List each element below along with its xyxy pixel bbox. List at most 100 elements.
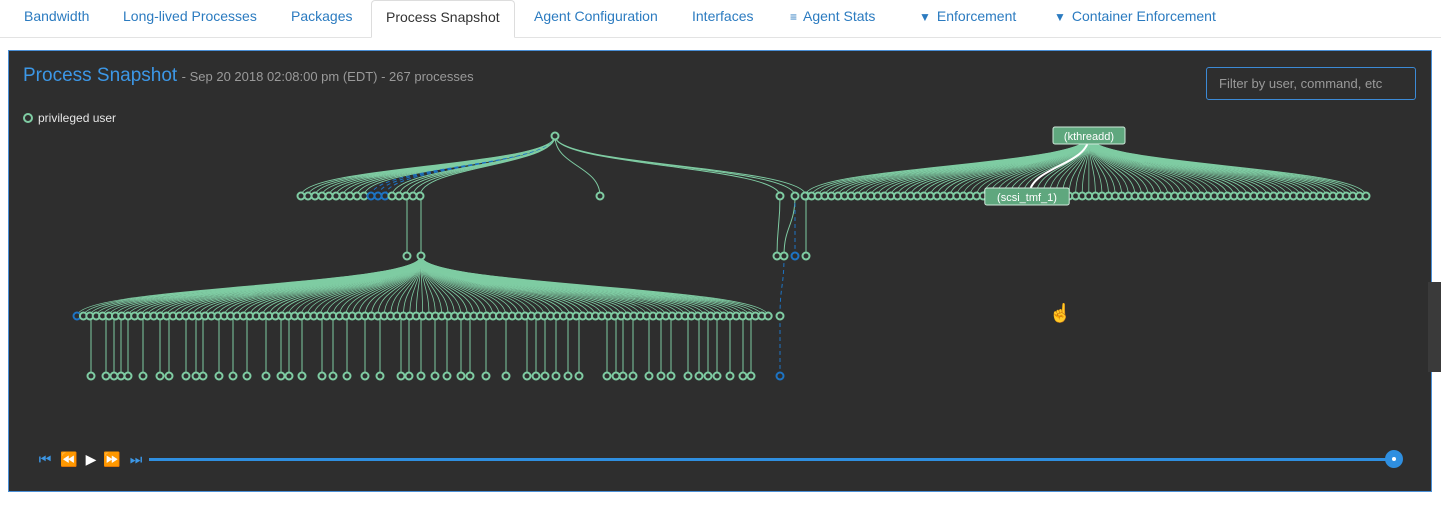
process-node[interactable] [402,251,412,261]
process-node[interactable] [683,371,693,381]
process-node[interactable] [790,251,800,261]
process-node[interactable] [342,371,352,381]
process-node[interactable] [214,371,224,381]
tab-agent-configuration[interactable]: Agent Configuration [534,8,658,24]
process-node[interactable] [352,191,362,201]
process-node[interactable] [404,371,414,381]
process-node[interactable] [328,371,338,381]
process-node[interactable] [712,371,722,381]
process-node[interactable] [694,371,704,381]
process-node[interactable] [396,371,406,381]
process-node[interactable] [501,371,511,381]
process-node[interactable] [772,251,782,261]
process-node[interactable] [101,371,111,381]
process-node[interactable] [303,191,313,201]
process-node[interactable] [656,371,666,381]
process-node[interactable] [317,371,327,381]
process-node[interactable] [228,371,238,381]
process-node[interactable] [297,371,307,381]
process-node[interactable] [116,371,126,381]
process-node[interactable] [628,371,638,381]
process-node[interactable] [164,371,174,381]
tab-process-snapshot[interactable]: Process Snapshot [371,0,515,38]
process-node[interactable] [123,371,133,381]
process-node[interactable] [531,371,541,381]
process-node[interactable] [779,251,789,261]
process-node[interactable] [109,371,119,381]
play-icon[interactable]: ▶ [85,451,97,467]
process-node[interactable] [138,371,148,381]
process-node[interactable] [666,371,676,381]
process-tree[interactable]: (kthreadd) (scsi_tmf_1) [9,51,1431,491]
process-node[interactable] [775,311,785,321]
process-node-label[interactable]: (scsi_tmf_1) [984,187,1070,206]
process-node[interactable] [644,371,654,381]
process-node[interactable] [416,371,426,381]
tab-interfaces[interactable]: Interfaces [692,8,754,24]
tab-long-lived-processes[interactable]: Long-lived Processes [123,8,257,24]
tab-bandwidth[interactable]: Bandwidth [24,8,90,24]
process-node[interactable] [703,371,713,381]
tab-agent-stats[interactable]: ≡Agent Stats [790,0,875,37]
process-node[interactable] [310,191,320,201]
process-node[interactable] [181,371,191,381]
process-node[interactable] [360,371,370,381]
process-node[interactable] [416,251,426,261]
process-node[interactable] [430,371,440,381]
process-node[interactable] [602,371,612,381]
process-node[interactable] [276,371,286,381]
process-node-label[interactable]: (kthreadd) [1052,126,1126,145]
process-node[interactable] [198,371,208,381]
fast-forward-icon[interactable]: ⏩ [103,451,121,467]
process-node[interactable] [317,191,327,201]
process-node[interactable] [338,191,348,201]
process-node[interactable] [611,371,621,381]
process-node[interactable] [522,371,532,381]
process-node[interactable] [373,191,383,201]
process-node[interactable] [456,371,466,381]
process-node[interactable] [86,371,96,381]
process-node[interactable] [401,191,411,201]
process-node[interactable] [801,251,811,261]
process-node[interactable] [763,311,773,321]
rewind-icon[interactable]: ⏪ [60,451,78,467]
process-node[interactable] [366,191,376,201]
process-node[interactable] [775,191,785,201]
process-node[interactable] [296,191,306,201]
process-node[interactable] [191,371,201,381]
process-node[interactable] [345,191,355,201]
process-node[interactable] [738,371,748,381]
tab-enforcement[interactable]: ▼Enforcement [919,0,1016,37]
filter-input[interactable] [1206,67,1416,100]
process-node[interactable] [465,371,475,381]
process-node[interactable] [563,371,573,381]
process-node[interactable] [415,191,425,201]
process-node[interactable] [790,191,800,201]
process-node[interactable] [380,191,390,201]
timeline-handle[interactable] [1385,450,1403,468]
process-node[interactable] [155,371,165,381]
process-node[interactable] [540,371,550,381]
process-node[interactable] [394,191,404,201]
skip-end-icon[interactable]: ⏭ [129,451,143,467]
process-node[interactable] [324,191,334,201]
process-node[interactable] [481,371,491,381]
timeline-track[interactable] [149,458,1397,461]
process-node[interactable] [261,371,271,381]
process-node[interactable] [775,371,785,381]
process-node[interactable] [284,371,294,381]
side-panel-handle[interactable] [1428,282,1441,372]
tab-packages[interactable]: Packages [291,8,353,24]
process-node[interactable] [442,371,452,381]
process-node[interactable] [359,191,369,201]
tab-container-enforcement[interactable]: ▼Container Enforcement [1054,0,1216,37]
process-node[interactable] [408,191,418,201]
process-node[interactable] [331,191,341,201]
process-node[interactable] [550,131,560,141]
process-node[interactable] [551,371,561,381]
process-node[interactable] [242,371,252,381]
process-node[interactable] [746,371,756,381]
process-node[interactable] [1361,191,1371,201]
process-node[interactable] [574,371,584,381]
process-node[interactable] [618,371,628,381]
